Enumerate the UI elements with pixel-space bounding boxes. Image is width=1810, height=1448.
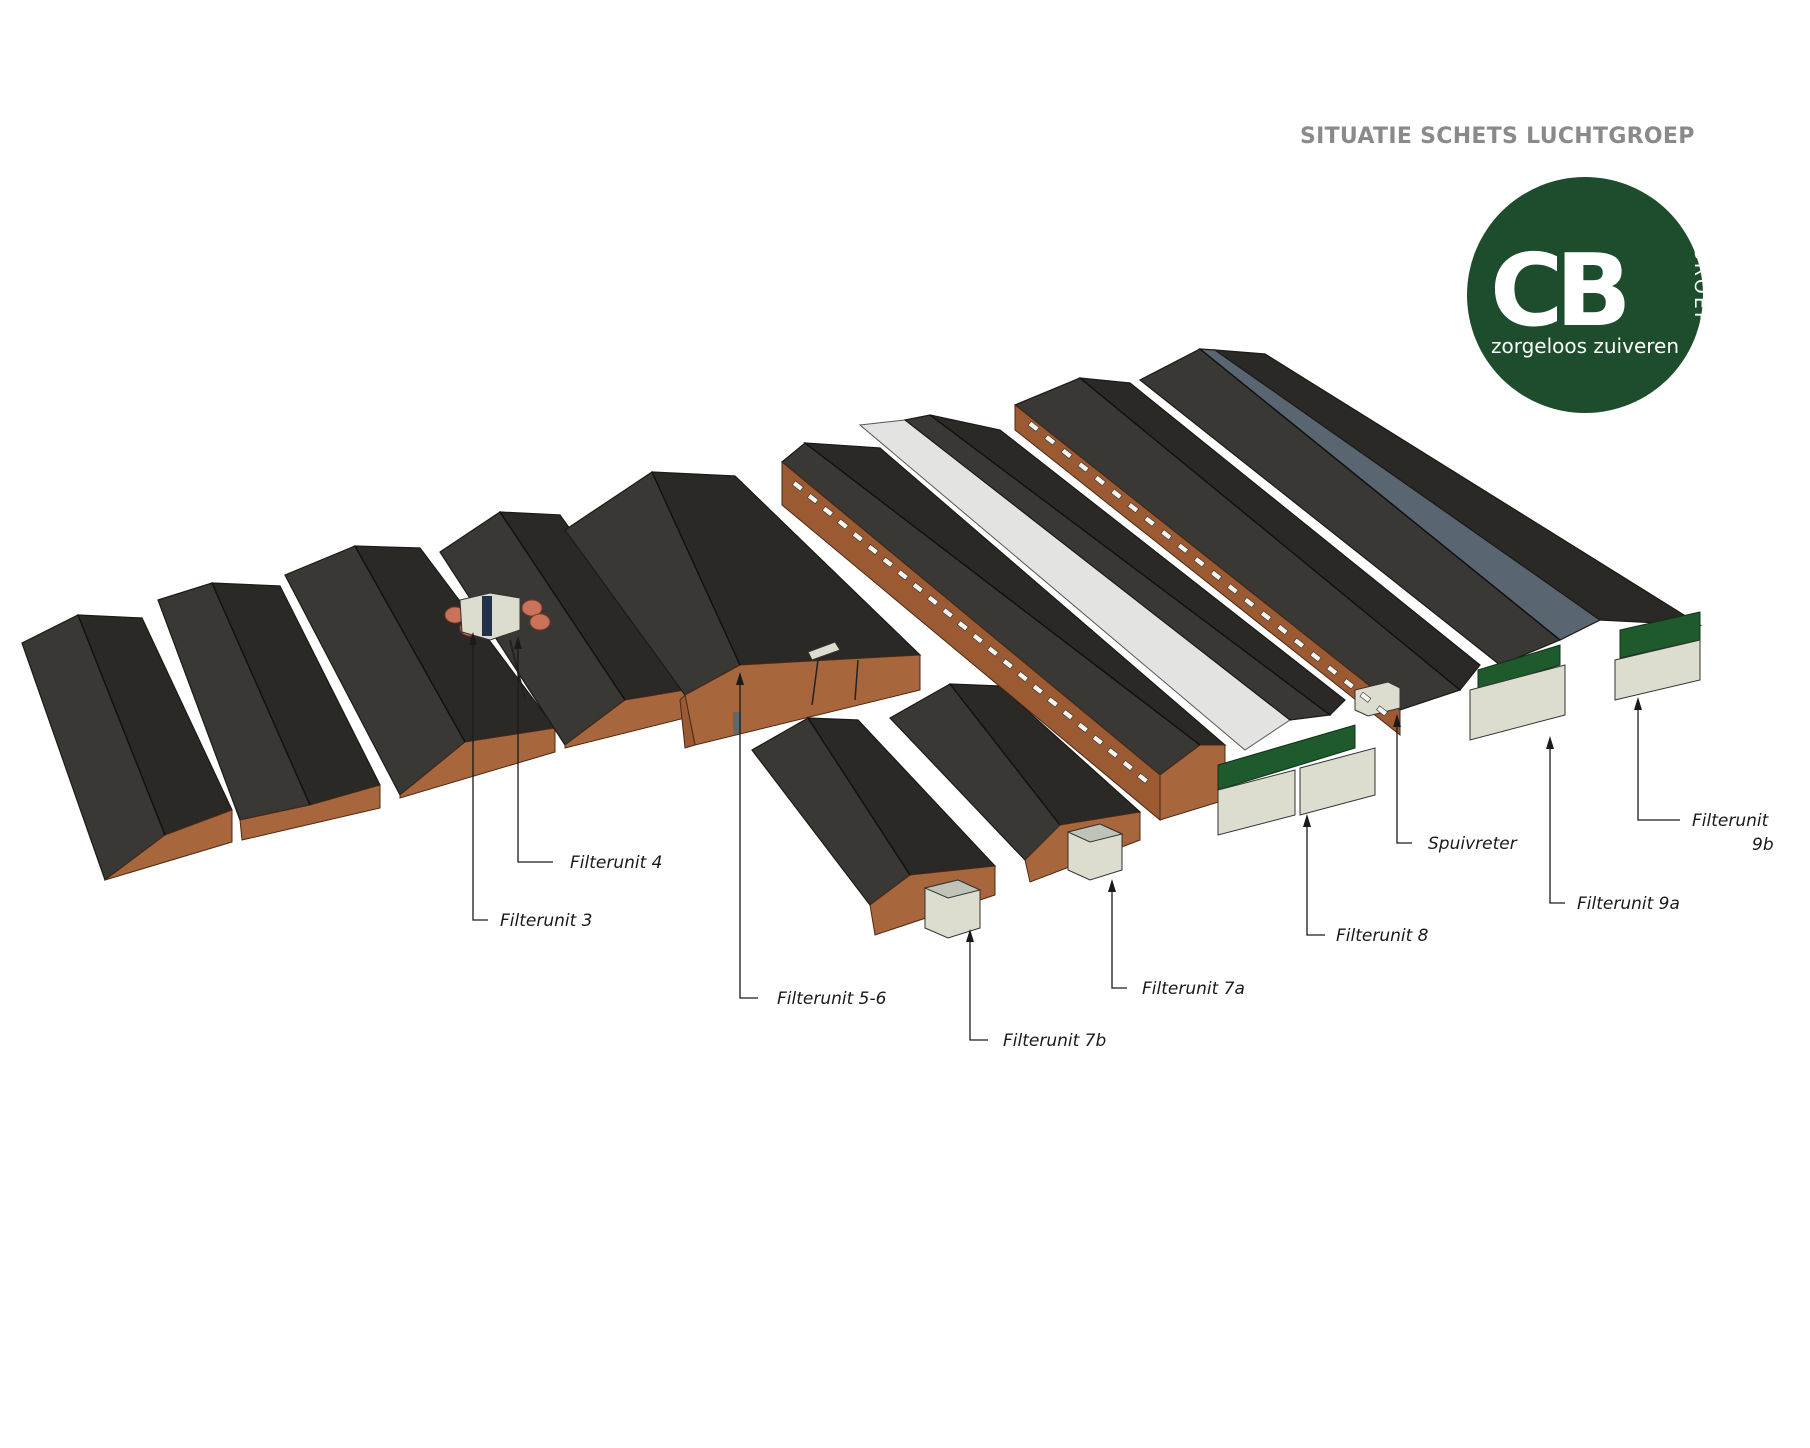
page-title: SITUATIE SCHETS LUCHTGROEP: [1300, 124, 1695, 149]
svg-text:Filterunit 7a: Filterunit 7a: [1142, 979, 1245, 999]
barn-3: [284, 545, 557, 799]
barn-window: [1193, 556, 1206, 568]
logo-tagline: zorgeloos zuiveren: [1491, 334, 1679, 358]
barn-window: [926, 594, 939, 606]
barn-window: [1259, 610, 1272, 622]
barn-window: [1027, 420, 1040, 432]
barn-window: [1091, 734, 1104, 746]
barn-window: [1359, 691, 1372, 703]
svg-text:Spuivreter: Spuivreter: [1428, 834, 1518, 854]
callout-filterunit-8: Filterunit 8: [1303, 814, 1429, 946]
barn-window: [1376, 705, 1388, 717]
filterunit-5-6-ladder: [733, 641, 859, 734]
barn-window: [911, 582, 924, 594]
barn-window: [1160, 529, 1173, 541]
barn-window: [1046, 696, 1059, 708]
barn-window: [881, 556, 894, 568]
callout-filterunit-9a: Filterunit 9a: [1546, 736, 1680, 914]
svg-text:Filterunit 8: Filterunit 8: [1336, 926, 1429, 946]
logo-side-text: GROEP: [1690, 245, 1712, 326]
barn-window: [1127, 502, 1140, 514]
barn-window: [896, 569, 909, 581]
barn-window: [941, 607, 954, 619]
cb-groep-logo: CB GROEP zorgeloos zuiveren: [1467, 177, 1712, 413]
callout-filterunit-7a: Filterunit 7a: [1108, 879, 1245, 999]
barn-window: [1276, 624, 1289, 636]
barn-window: [1143, 515, 1156, 527]
callout-filterunit-4: Filterunit 4: [514, 636, 663, 873]
barn-window: [836, 518, 849, 530]
svg-text:Filterunit 3: Filterunit 3: [500, 911, 593, 931]
barn-2: [157, 582, 381, 841]
barn-long-c: [1013, 377, 1481, 737]
callout-filterunit-7b: Filterunit 7b: [966, 929, 1106, 1051]
barn-window: [1031, 683, 1044, 695]
barn-window: [1309, 651, 1322, 663]
barn-window: [1121, 760, 1134, 772]
svg-text:Filterunit 9a: Filterunit 9a: [1577, 894, 1680, 914]
barn-window: [1094, 475, 1106, 487]
logo-letters: CB: [1490, 232, 1625, 349]
barn-window: [1293, 637, 1305, 649]
barn-window: [1177, 542, 1189, 554]
barn-5-6: [564, 471, 922, 749]
filterunit-3-4-structure: [444, 592, 551, 701]
barn-window: [1136, 772, 1149, 784]
barn-window: [1243, 597, 1256, 608]
barn-long-b: [903, 414, 1376, 836]
barn-window: [1001, 658, 1014, 670]
barn-long-d: [1138, 348, 1703, 741]
barn-window: [1016, 671, 1029, 683]
barn-window: [971, 632, 984, 644]
barn-window: [986, 645, 999, 657]
barn-7b: [751, 717, 997, 939]
barn-window: [1342, 678, 1355, 690]
barn-window: [1210, 569, 1223, 581]
barn-window: [1326, 664, 1339, 676]
callout-filterunit-3: Filterunit 3: [469, 632, 593, 931]
barn-window: [956, 620, 969, 632]
logo-circle: [1467, 177, 1703, 413]
barn-4: [439, 511, 687, 749]
callout-filterunit-9b: Filterunit 9b: [1634, 697, 1774, 855]
svg-text:Filterunit 7b: Filterunit 7b: [1003, 1031, 1106, 1051]
barn-window: [1060, 448, 1073, 459]
callout-spuivreter: Spuivreter: [1393, 714, 1518, 854]
svg-text:9b: 9b: [1752, 835, 1774, 855]
barn-window: [1061, 709, 1074, 721]
svg-text:Filterunit: Filterunit: [1692, 811, 1770, 831]
barn-window: [806, 493, 819, 505]
barn-window: [851, 531, 864, 543]
barn-window: [1044, 434, 1057, 446]
barn-window: [1076, 721, 1089, 733]
svg-text:Filterunit 5-6: Filterunit 5-6: [777, 989, 887, 1009]
barn-1: [21, 614, 233, 881]
barn-window: [1077, 461, 1090, 473]
barn-window: [866, 544, 879, 555]
barn-7a: [889, 683, 1142, 883]
barn-window: [1226, 583, 1239, 595]
svg-text:Filterunit 4: Filterunit 4: [570, 853, 663, 873]
barn-window: [821, 505, 834, 517]
barn-window: [1110, 488, 1123, 500]
barn-window: [791, 480, 804, 492]
barn-window: [1106, 747, 1119, 759]
callout-filterunit-5-6: Filterunit 5-6: [736, 672, 887, 1009]
